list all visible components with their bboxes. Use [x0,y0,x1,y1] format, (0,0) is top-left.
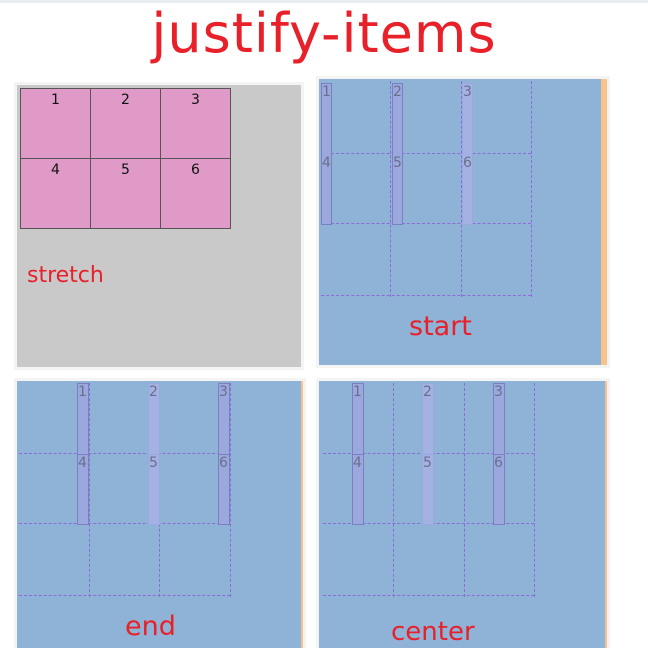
grid-line [19,523,230,524]
grid-line [534,383,535,597]
panel-stretch: 1 2 3 4 5 6 stretch [14,82,304,370]
edge-strip [301,381,303,648]
grid-item-2: 2 [90,88,161,159]
grid-item-4: 4 [20,158,91,229]
grid-item-5: 5 [422,455,434,525]
panel-label-center: center [391,617,475,647]
top-border [0,0,648,3]
panel-label-stretch: stretch [27,263,104,288]
grid-line [19,453,230,454]
grid-item-6: 6 [493,455,505,525]
grid-line [230,383,231,597]
grid-line [321,295,531,296]
grid-item-5: 5 [148,455,160,525]
panel-end: 1 2 3 4 5 6 end [14,378,306,648]
panel-label-start: start [409,311,472,342]
grid-item-3: 3 [493,383,505,455]
grid-item-1: 1 [20,88,91,159]
page-title: justify-items [151,2,497,65]
grid-item-2: 2 [422,383,434,455]
panel-label-end: end [125,611,176,642]
grid-line [390,81,391,297]
grid-item-6: 6 [462,155,473,225]
grid-item-4: 4 [321,155,332,225]
grid-item-1: 1 [77,383,89,455]
grid-item-2: 2 [148,383,160,455]
edge-strip [605,381,607,648]
grid-item-1: 1 [352,383,364,455]
grid-line [393,383,394,597]
grid-item-5: 5 [392,155,403,225]
panel-start: 1 2 3 4 5 6 start [316,76,610,368]
grid-line [531,81,532,297]
grid-line [89,383,90,597]
grid-item-6: 6 [218,455,230,525]
grid-line [464,383,465,597]
grid-line [461,81,462,297]
grid-line [321,153,531,154]
grid-line [321,223,531,224]
grid-item-4: 4 [77,455,89,525]
grid-line [19,595,230,596]
grid-item-3: 3 [160,88,231,159]
edge-strip [601,79,607,365]
grid-item-4: 4 [352,455,364,525]
grid-item-5: 5 [90,158,161,229]
grid-line [323,595,534,596]
grid-item-3: 3 [218,383,230,455]
panel-center: 1 2 3 4 5 6 center [316,378,610,648]
grid-item-6: 6 [160,158,231,229]
